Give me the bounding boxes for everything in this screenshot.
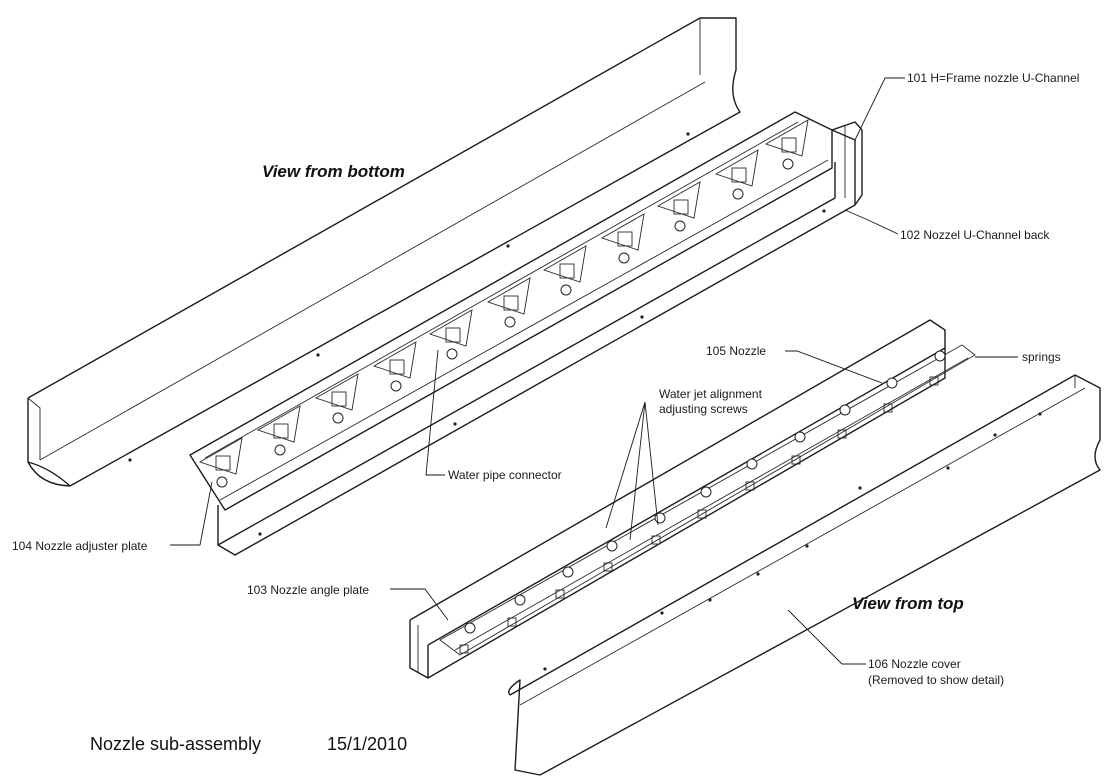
view-from-bottom-label: View from bottom	[262, 162, 405, 181]
part-104-label: 104 Nozzle adjuster plate	[12, 539, 148, 553]
nozzle-row	[464, 350, 946, 634]
drawing-date: 15/1/2010	[327, 734, 407, 754]
leader-lines	[170, 77, 1018, 665]
part-101-label: 101 H=Frame nozzle U-Channel	[907, 71, 1079, 85]
nozzle-adjuster-plates	[198, 119, 809, 488]
springs-label: springs	[1022, 350, 1061, 364]
screws-label-line2: adjusting screws	[659, 402, 748, 416]
drawing-title: Nozzle sub-assembly	[90, 734, 261, 754]
nozzle-u-channel	[189, 111, 863, 556]
nozzle-cover-top-view	[508, 374, 1101, 776]
nozzle-cover-bottom-view	[27, 17, 741, 487]
part-106-label-line1: 106 Nozzle cover	[868, 657, 961, 671]
screws-label-line1: Water jet alignment	[659, 387, 763, 401]
part-103-label: 103 Nozzle angle plate	[247, 583, 369, 597]
view-from-top-label: View from top	[852, 594, 964, 613]
part-106-label-line2: (Removed to show detail)	[868, 673, 1004, 687]
part-102-label: 102 Nozzel U-Channel back	[900, 228, 1050, 242]
screw-row	[459, 376, 939, 654]
nozzle-angle-plate-assembly	[409, 319, 976, 679]
part-105-label: 105 Nozzle	[706, 344, 766, 358]
water-pipe-connector-label: Water pipe connector	[448, 468, 562, 482]
